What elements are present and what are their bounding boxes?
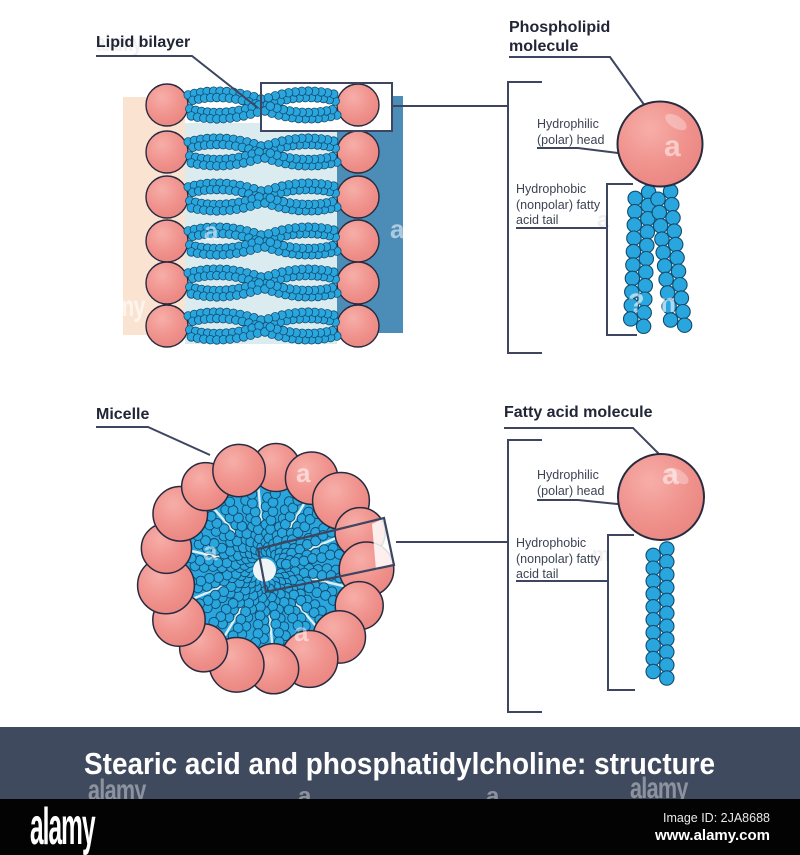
label-phospholipid-molecule: Phospholipid molecule (509, 19, 611, 55)
label-hydrophilic-head-fatty-acid: Hydrophilic (polar) head (537, 468, 605, 498)
image-id-text: Image ID: 2JA8688 (662, 810, 770, 825)
label-hydrophilic-head-phospholipid: Hydrophilic (polar) head (537, 117, 605, 147)
label-fatty-acid-molecule: Fatty acid molecule (504, 404, 653, 421)
label-lipid-bilayer: Lipid bilayer (96, 34, 191, 51)
label-micelle: Micelle (96, 406, 150, 423)
lipid-structures-diagram (96, 55, 705, 713)
caption-banner: Stearic acid and phosphatidylcholine: st… (0, 727, 800, 800)
caption-title: Stearic acid and phosphatidylcholine: st… (84, 745, 716, 781)
alamy-logo: alamy (30, 798, 96, 855)
label-hydrophobic-tail-phospholipid: Hydrophobic (nonpolar) fatty acid tail (516, 182, 601, 227)
website-url-text: www.alamy.com (654, 826, 770, 844)
footer-bar: alamy Image ID: 2JA8688 www.alamy.com (0, 799, 800, 855)
label-hydrophobic-tail-fatty-acid: Hydrophobic (nonpolar) fatty acid tail (516, 536, 601, 581)
